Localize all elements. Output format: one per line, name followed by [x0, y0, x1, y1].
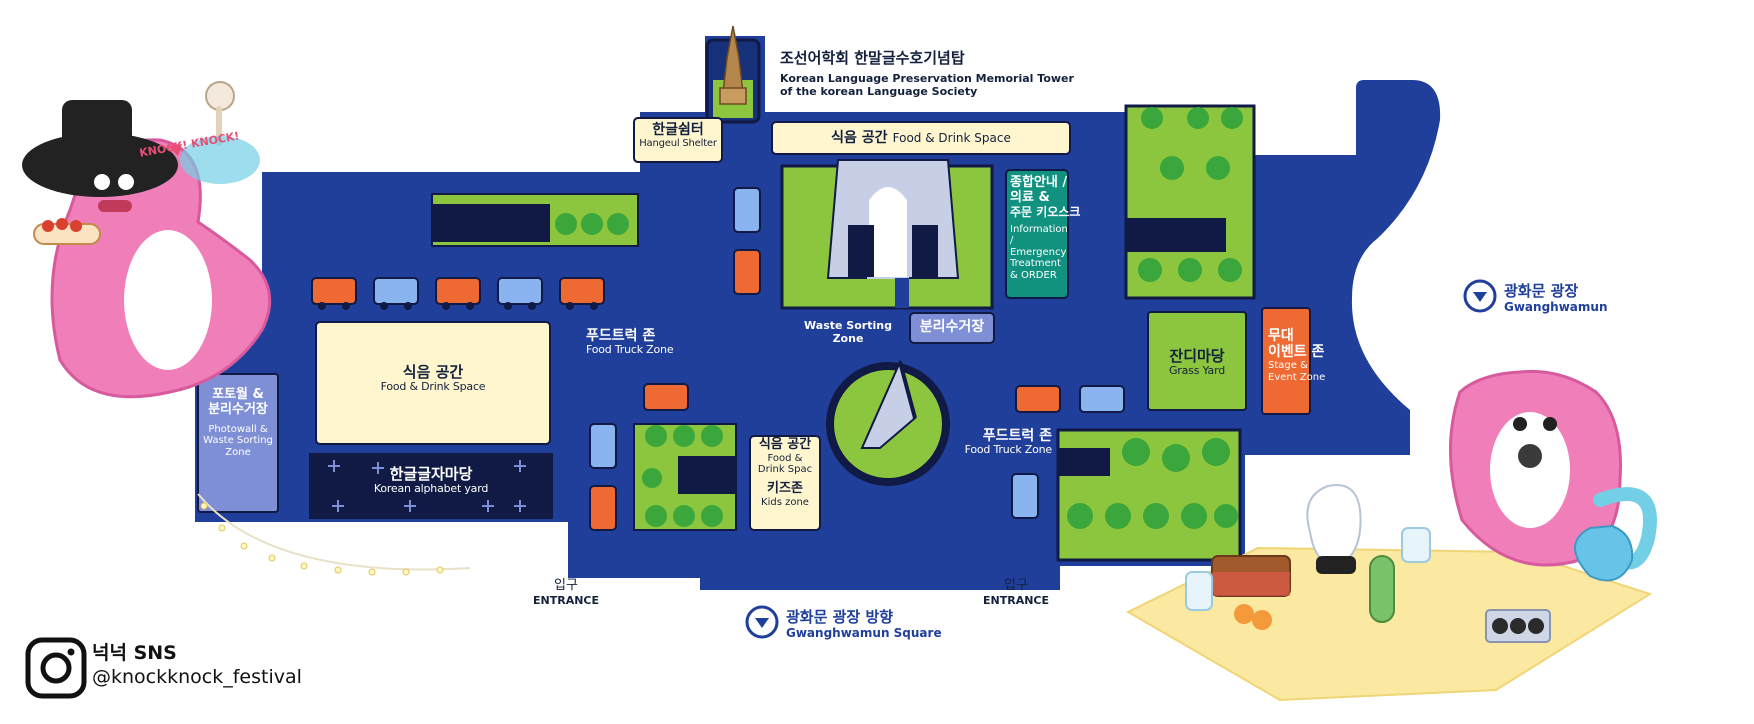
photowall-en-2: Waste Sorting: [203, 435, 273, 447]
stage-event-zone[interactable]: [1261, 307, 1311, 415]
mascot-left-illustration: [22, 81, 272, 399]
gwanghwamun-ko: 광화문 광장: [1504, 282, 1579, 300]
sns-title: 넉넉 SNS: [92, 642, 177, 664]
memorial-tower[interactable]: [705, 25, 761, 124]
info-center-label: 종합안내 / 의료 & 주문 키오스크 Information / Emerge…: [1006, 175, 1081, 281]
park-southeast: [1056, 428, 1242, 562]
gwanghwamun-label: 광화문 광장 Gwanghwamun: [1504, 282, 1607, 314]
hangeul-shelter[interactable]: [633, 117, 723, 163]
info-ko-3: 주문 키오스크: [1010, 204, 1081, 219]
entrance-east-ko: 입구: [1004, 578, 1028, 593]
location-pin-icon: [1463, 279, 1497, 313]
gwanghwamun-en: Gwanghwamun: [1504, 300, 1608, 314]
photowall-zone[interactable]: [197, 373, 279, 513]
stage-en-2: Event Zone: [1268, 371, 1326, 383]
photowall-en-3: Zone: [225, 446, 251, 458]
instagram-icon[interactable]: [25, 637, 87, 699]
info-en-2: Emergency: [1010, 246, 1067, 258]
grass-yard[interactable]: [1147, 311, 1247, 411]
food-kids-label: 식음 공간 Food & Drink Spac 키즈존 Kids zone: [750, 437, 820, 508]
stage-ko-2: 이벤트 존: [1268, 344, 1325, 361]
park-northeast: [1124, 104, 1256, 300]
alphabet-yard-ko: 한글글자마당: [389, 465, 473, 483]
food-kids-en-1: Food &: [767, 452, 803, 464]
hangeul-shelter-en: Hangeul Shelter: [639, 138, 717, 150]
memorial-tower-label: 조선어학회 한말글수호기념탑 Korean Language Preservat…: [780, 49, 1074, 99]
hangeul-shelter-ko: 한글쉼터: [652, 122, 704, 138]
gwanghwamun-square-en: Gwanghwamun Square: [786, 626, 942, 640]
food-drink-main-ko: 식음 공간: [402, 363, 464, 381]
food-truck-right-ko: 푸드트럭 존: [982, 428, 1052, 444]
food-truck-zone-right-label: 푸드트럭 존 Food Truck Zone: [952, 428, 1053, 457]
entrance-east-en: ENTRANCE: [983, 594, 1049, 608]
sns-handle[interactable]: @knockknock_festival: [92, 666, 302, 688]
center-sculpture: [826, 359, 950, 486]
central-pavilion: [780, 159, 994, 310]
info-en-1: Information /: [1010, 223, 1068, 247]
info-en-3: Treatment: [1010, 258, 1061, 270]
stage-label: 무대 이벤트 존 Stage & Event Zone: [1262, 328, 1342, 383]
food-drink-top-label: 식음 공간 Food & Drink Space: [772, 128, 1070, 146]
gwanghwamun-square-ko: 광화문 광장 방향: [786, 608, 894, 626]
photowall-en-1: Photowall &: [208, 423, 268, 435]
gwanghwamun-square-label: 광화문 광장 방향 Gwanghwamun Square: [786, 608, 942, 640]
food-kids-ko: 식음 공간: [758, 437, 812, 452]
waste-sorting-ko: 분리수거장: [919, 319, 985, 335]
entrance-west-en: ENTRANCE: [533, 594, 599, 608]
park-south: [633, 423, 737, 531]
stage-en-1: Stage &: [1268, 360, 1308, 372]
waste-sorting-zone[interactable]: [909, 312, 995, 344]
entrance-west-ko: 입구: [554, 578, 578, 593]
memorial-tower-en-1: Korean Language Preservation Memorial To…: [780, 72, 1074, 86]
food-truck-right-en: Food Truck Zone: [964, 443, 1053, 457]
food-drink-main-en: Food & Drink Space: [380, 380, 486, 394]
entrance-west[interactable]: 입구 ENTRANCE: [526, 578, 606, 608]
stage-ko-1: 무대: [1268, 328, 1294, 344]
photowall-label: 포토월 & 분리수거장 Photowall & Waste Sorting Zo…: [198, 387, 278, 458]
hangeul-shelter-label: 한글쉼터 Hangeul Shelter: [634, 122, 722, 150]
grass-yard-label: 잔디마당 Grass Yard: [1148, 347, 1246, 378]
entrance-east[interactable]: 입구 ENTRANCE: [976, 578, 1056, 608]
photowall-ko-1: 포토월 &: [212, 387, 264, 402]
memorial-tower-title: 조선어학회 한말글수호기념탑: [780, 49, 965, 67]
food-drink-top-en: Food & Drink Space: [892, 131, 1011, 145]
food-drink-top[interactable]: [771, 121, 1071, 155]
kids-zone-en: Kids zone: [761, 496, 809, 508]
alphabet-yard[interactable]: [309, 453, 553, 519]
info-ko-1: 종합안내 /: [1010, 175, 1068, 190]
food-kids-en-2: Drink Spac: [757, 464, 813, 476]
food-drink-main-label: 식음 공간 Food & Drink Space: [316, 363, 550, 394]
food-truck-row-north: [311, 277, 605, 310]
food-kids-zone[interactable]: [749, 435, 821, 531]
food-truck-left-en: Food Truck Zone: [586, 343, 674, 357]
food-truck-group: [589, 187, 1125, 531]
location-pin-icon: [745, 605, 779, 639]
grass-yard-ko: 잔디마당: [1169, 347, 1225, 365]
park-northwest: [431, 193, 639, 247]
info-ko-2: 의료 &: [1010, 189, 1050, 205]
food-truck-zone-left-label: 푸드트럭 존 Food Truck Zone: [586, 328, 674, 357]
alphabet-yard-en: Korean alphabet yard: [373, 482, 489, 496]
waste-sorting-en: Waste Sorting Zone: [804, 319, 892, 345]
photowall-ko-2: 분리수거장: [208, 401, 268, 417]
memorial-tower-en-2: of the korean Language Society: [780, 84, 978, 98]
grass-yard-en: Grass Yard: [1168, 364, 1225, 378]
info-en-4: & ORDER: [1010, 269, 1057, 281]
kids-zone-ko: 키즈존: [767, 480, 803, 496]
food-truck-left-ko: 푸드트럭 존: [586, 328, 656, 344]
info-center[interactable]: [1005, 169, 1069, 299]
string-lights: [197, 493, 471, 576]
alphabet-yard-label: 한글글자마당 Korean alphabet yard: [310, 465, 552, 496]
picnic-illustration: [1125, 369, 1657, 702]
food-drink-main[interactable]: [315, 321, 551, 445]
food-drink-top-ko: 식음 공간: [831, 130, 888, 146]
